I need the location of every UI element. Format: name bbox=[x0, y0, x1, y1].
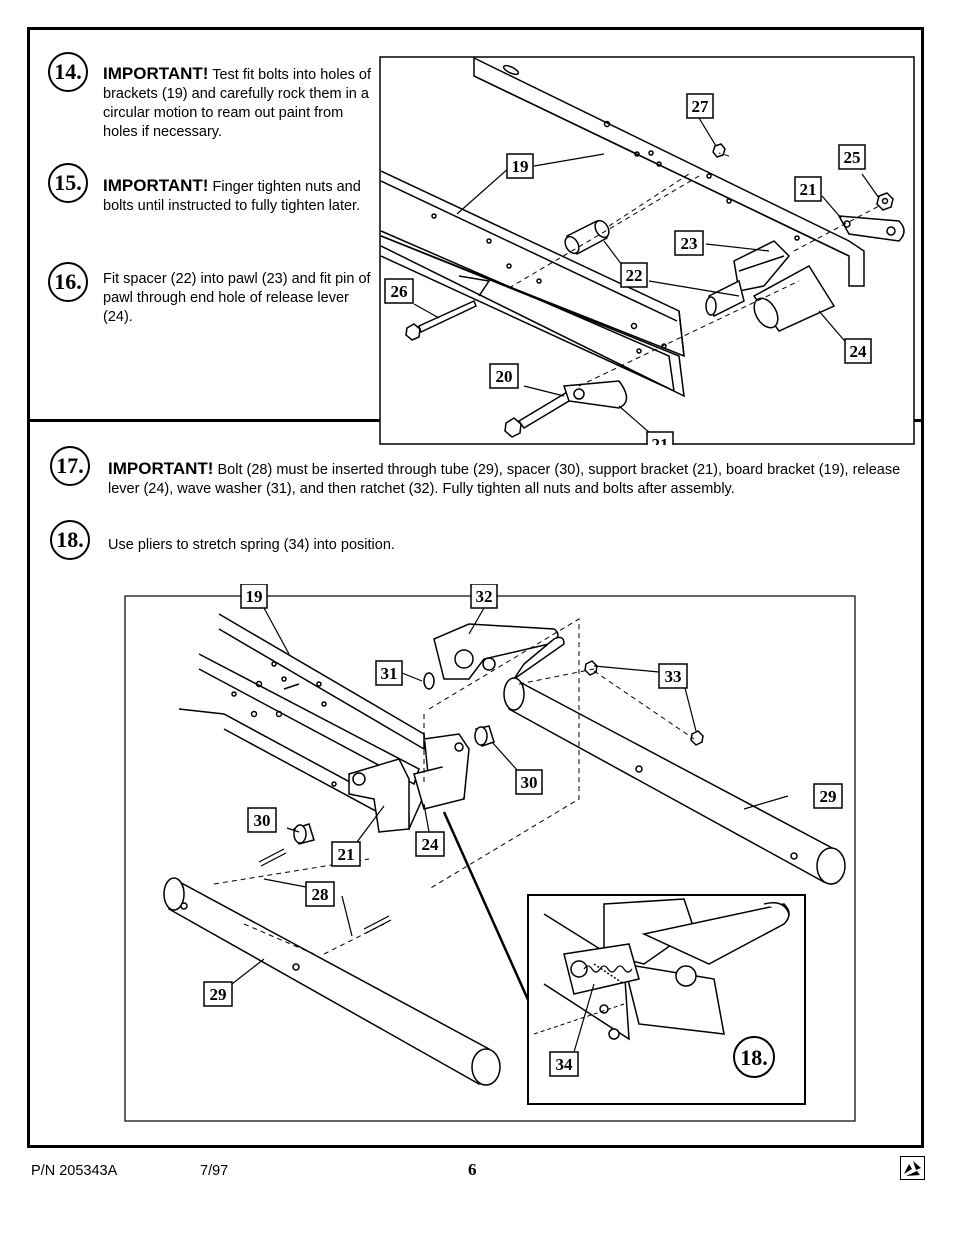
bolt-26 bbox=[405, 299, 477, 341]
recycle-logo-icon bbox=[900, 1156, 925, 1180]
callout-26: 26 bbox=[391, 282, 408, 301]
part-number: P/N 205343A bbox=[31, 1163, 118, 1179]
step-text: Finger tighten nuts and bolts until inst… bbox=[103, 179, 361, 214]
callout-33: 33 bbox=[665, 667, 682, 686]
callout-29-lower: 29 bbox=[210, 985, 227, 1004]
nut-27 bbox=[712, 143, 726, 158]
step-number: 15. bbox=[48, 163, 88, 203]
step-text: Fit spacer (22) into pawl (23) and fit p… bbox=[103, 271, 371, 325]
inset-detail-18: 34 18. bbox=[527, 894, 806, 1105]
callouts-bottom: 19 32 31 33 30 29 30 21 24 28 29 bbox=[203, 584, 843, 1007]
step-text: Use pliers to stretch spring (34) into p… bbox=[108, 537, 395, 553]
callout-30-upper: 30 bbox=[521, 773, 538, 792]
spacer-30-lower bbox=[293, 823, 315, 845]
nut-25 bbox=[876, 192, 894, 211]
step-text: Test fit bolts into holes of brackets (1… bbox=[103, 67, 372, 140]
tube-29-lower bbox=[163, 877, 501, 1086]
bracket-upper bbox=[473, 56, 865, 287]
callout-32: 32 bbox=[476, 587, 493, 606]
callout-31: 31 bbox=[381, 664, 398, 683]
callout-28: 28 bbox=[312, 885, 329, 904]
inset-step-number: 18. bbox=[740, 1045, 768, 1070]
spacer-30-upper bbox=[474, 725, 495, 747]
alignment-lines bbox=[508, 152, 880, 387]
support-bracket-21-right bbox=[837, 215, 905, 242]
callout-27: 27 bbox=[692, 97, 710, 116]
support-bracket-21 bbox=[348, 758, 410, 833]
revision-date: 7/97 bbox=[200, 1163, 229, 1179]
callout-25: 25 bbox=[844, 148, 861, 167]
page-frame bbox=[27, 27, 924, 1148]
callout-24: 24 bbox=[422, 835, 440, 854]
callout-23: 23 bbox=[681, 234, 698, 253]
callout-22: 22 bbox=[626, 266, 643, 285]
ratchet-32 bbox=[433, 623, 565, 680]
spacer-22 bbox=[564, 219, 610, 256]
spring-34 bbox=[583, 965, 633, 973]
wave-washer-31 bbox=[423, 672, 435, 690]
callout-34: 34 bbox=[556, 1055, 574, 1074]
important-label: IMPORTANT! bbox=[108, 459, 214, 478]
callout-24: 24 bbox=[850, 342, 868, 361]
callout-21: 21 bbox=[800, 180, 817, 199]
important-label: IMPORTANT! bbox=[103, 176, 209, 195]
release-lever-24 bbox=[752, 265, 836, 332]
support-bracket-21-bottom bbox=[562, 380, 628, 409]
bottom-assembly-diagram: 19 32 31 33 30 29 30 21 24 28 29 bbox=[124, 584, 856, 1122]
pin-tube bbox=[705, 279, 745, 318]
important-label: IMPORTANT! bbox=[103, 64, 209, 83]
step-number: 14. bbox=[48, 52, 88, 92]
callout-21-bottom: 21 bbox=[652, 435, 669, 445]
nut-33 bbox=[584, 660, 704, 746]
leader-lines bbox=[231, 607, 789, 1003]
callout-19: 19 bbox=[246, 587, 263, 606]
release-lever-24 bbox=[413, 733, 470, 810]
step-text: Bolt (28) must be inserted through tube … bbox=[108, 462, 901, 497]
callout-29-upper: 29 bbox=[820, 787, 837, 806]
step-number: 16. bbox=[48, 262, 88, 302]
callouts-top: 27 19 25 21 23 22 26 24 20 21 bbox=[384, 93, 872, 445]
step-number: 17. bbox=[50, 446, 90, 486]
callout-19: 19 bbox=[512, 157, 529, 176]
page-number: 6 bbox=[468, 1160, 477, 1179]
callout-21: 21 bbox=[338, 845, 355, 864]
callout-20: 20 bbox=[496, 367, 513, 386]
callout-30-lower: 30 bbox=[254, 811, 271, 830]
top-assembly-diagram: 27 19 25 21 23 22 26 24 20 21 bbox=[379, 56, 915, 445]
step-number: 18. bbox=[50, 520, 90, 560]
rail-bottom bbox=[380, 230, 675, 393]
tube-29-upper bbox=[503, 677, 846, 885]
bolt-28 bbox=[258, 848, 392, 934]
